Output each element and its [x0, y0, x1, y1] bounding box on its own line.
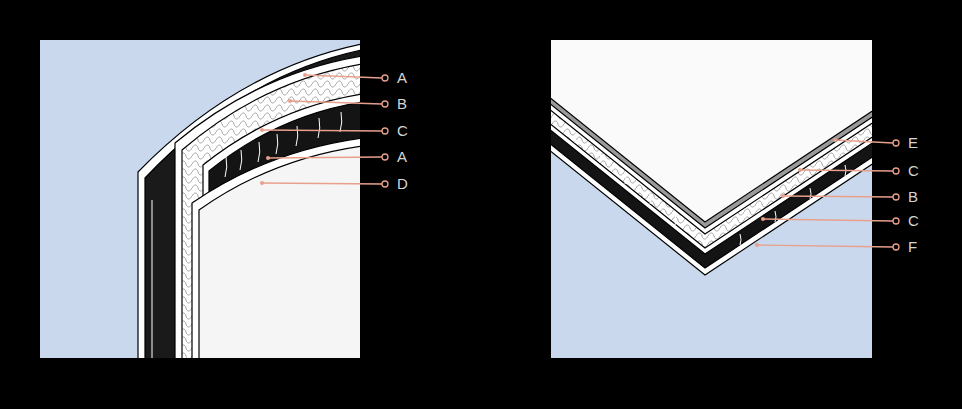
leader-dot	[303, 73, 307, 77]
leader-dot	[382, 181, 388, 187]
wall-layer	[182, 64, 360, 358]
leader-line	[800, 170, 893, 171]
wall-layer	[199, 146, 360, 358]
cavity-stroke	[296, 126, 298, 146]
cavity-stroke	[810, 188, 811, 199]
wall-layers	[138, 44, 360, 358]
callout-letter: F	[908, 239, 917, 255]
leader-line	[783, 196, 893, 197]
leader-dot	[893, 168, 899, 174]
floor-layer	[551, 40, 872, 275]
floor-layers	[551, 40, 872, 275]
leader-line	[763, 219, 893, 221]
callout-letter: E	[908, 135, 918, 151]
callout-letter: D	[397, 176, 408, 192]
cavity-stroke	[225, 157, 227, 177]
cavity-stroke	[775, 211, 776, 222]
callout-letter: C	[397, 123, 408, 139]
leader-dot	[288, 99, 292, 103]
leader-lines	[260, 73, 899, 250]
wall-layer	[175, 56, 360, 358]
wall-layer	[145, 50, 360, 358]
leader-dot	[893, 218, 899, 224]
leader-dot	[260, 181, 264, 185]
floor-layer	[551, 40, 872, 248]
floor-layer	[551, 40, 872, 268]
cavity-stroke	[276, 134, 278, 154]
callout-letter: C	[908, 213, 919, 229]
leader-dot	[266, 156, 270, 160]
cavity-stroke	[152, 200, 153, 358]
leader-dot	[382, 101, 388, 107]
leader-line	[262, 183, 382, 184]
floor-layer	[551, 40, 872, 222]
cavity-stroke	[625, 173, 626, 184]
leader-dot	[798, 168, 802, 172]
leader-dot	[755, 243, 759, 247]
cavity-stroke	[740, 234, 741, 245]
callout-letter: B	[908, 189, 918, 205]
callout-letter: B	[397, 96, 407, 112]
leader-line	[757, 245, 893, 247]
leader-dot	[893, 194, 899, 200]
cavity-stroke	[650, 193, 651, 204]
wall-layer	[138, 44, 360, 358]
cavity-stroke	[575, 132, 576, 143]
leader-dot	[893, 140, 899, 146]
cavity-stroke	[675, 214, 676, 225]
leader-dot	[893, 244, 899, 250]
leader-line	[835, 140, 893, 143]
floor-layer	[551, 40, 872, 228]
leader-line	[290, 101, 382, 104]
callout-letter: A	[397, 149, 407, 165]
leader-line	[305, 75, 382, 78]
leader-dot	[761, 217, 765, 221]
cavity-stroke	[258, 142, 260, 162]
callout-letter: A	[397, 70, 407, 86]
leader-dot	[833, 138, 837, 142]
leader-dot	[382, 75, 388, 81]
floor-layer	[551, 40, 872, 254]
cavity-stroke	[600, 152, 601, 163]
cavity-stroke	[240, 150, 242, 170]
leader-line	[268, 157, 382, 158]
callout-letter: C	[908, 163, 919, 179]
leader-dot	[260, 128, 264, 132]
leader-dot	[781, 194, 785, 198]
wall-layer	[192, 138, 360, 358]
leader-dot	[382, 154, 388, 160]
leader-dot	[382, 128, 388, 134]
cavity-stroke	[318, 118, 320, 138]
leader-line	[262, 130, 382, 131]
floor-layer	[551, 40, 872, 234]
cavity-stroke	[340, 112, 342, 132]
